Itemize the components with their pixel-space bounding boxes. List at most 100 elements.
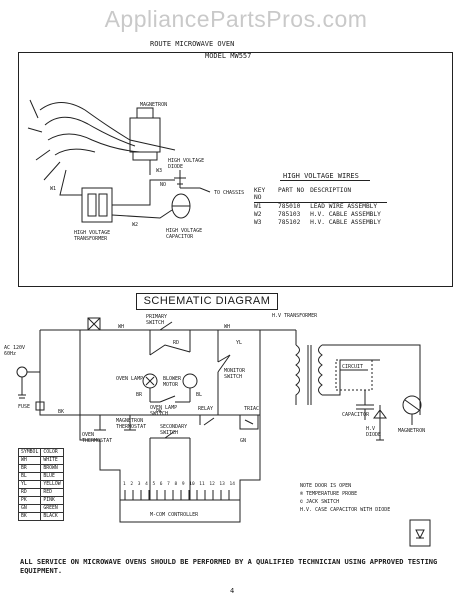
cell-desc: H.V. CABLE ASSEMBLY [310,211,381,218]
hv-wires-table: KEY NO PART NO DESCRIPTION W1 785010 LEA… [254,187,387,227]
note-line: ® TEMPERATURE PROBE [300,491,358,497]
oven-thermostat-label: OVEN THERMOSTAT [82,432,113,444]
oven-lamp-switch-label: OVEN LAMP SWITCH [150,405,178,417]
cell-desc: H.V. CABLE ASSEMBLY [310,219,381,226]
secondary-switch-label: SECONDARY SWITCH [160,424,188,436]
magnetron-label: MAGNETRON [140,102,168,108]
terminal-number: 3 [137,482,141,487]
terminal-number: 13 [219,482,225,487]
cell-color: RED [40,488,64,497]
hv-transformer-label: HIGH VOLTAGE TRANSFORMER [74,230,111,242]
hv-diode-label: HIGH VOLTAGE DIODE [168,158,205,170]
cell-key: W1 [254,203,262,210]
schematic-title: SCHEMATIC DIAGRAM [136,293,278,310]
no-label: NO [160,182,167,188]
terminal-number: 6 [159,482,163,487]
wire-yl-label: YL [236,340,243,346]
cell-symbol: RD [17,488,42,497]
cell-key: W3 [254,219,262,226]
terminal-number: 1 [123,482,126,487]
wire-br-label: BR [136,392,143,398]
cell-key: W2 [254,211,262,218]
wire-pk-label: PK [156,409,163,415]
cell-color: GREEN [40,504,64,513]
note-line: © JACK SWITCH [300,499,340,505]
hv-transformer-schematic-label: H.V TRANSFORMER [272,313,318,319]
terminal-number: 9 [181,482,185,487]
model-label: MODEL MW557 [205,52,252,60]
wire-gn-label: GN [240,438,247,444]
w2-label: W2 [132,222,139,228]
cell-symbol: GN [17,504,42,513]
cell-part: 785103 [278,211,301,218]
page-number: 4 [230,587,235,595]
wire-wh-label: WH [118,324,125,330]
controller-terminal-numbers: 1 2 3 4 5 6 7 8 9 10 11 12 13 14 [123,482,235,487]
hv-wires-title: HIGH VOLTAGE WIRES [283,172,359,180]
blower-motor-label: BLOWER MOTOR [163,376,182,388]
cell-color: BLUE [40,472,64,481]
terminal-number: 2 [130,482,134,487]
cell-symbol: YL [17,480,42,489]
wiring-diagram-panel [18,52,453,287]
terminal-number: 5 [152,482,156,487]
cell-part: 785010 [278,203,301,210]
primary-switch-label: PRIMARY SWITCH [146,314,168,326]
terminal-number: 12 [209,482,215,487]
header-symbol: SYMBOL [17,448,42,457]
cell-color: PINK [40,496,64,505]
watermark-text: AppliancePartsPros.com [104,6,368,32]
header-color: COLOR [40,448,64,457]
cell-symbol: BR [17,464,42,473]
triac-label: TRIAC [244,406,260,412]
fuse-label: FUSE [18,404,31,410]
service-warning-text: ALL SERVICE ON MICROWAVE OVENS SHOULD BE… [20,558,438,575]
table-row: W2 785103 H.V. CABLE ASSEMBLY [254,211,387,219]
table-row: W3 785102 H.V. CABLE ASSEMBLY [254,219,387,227]
cell-symbol: BK [17,512,42,521]
hv-wires-underline [280,180,370,181]
cell-color: BLACK [40,512,64,521]
cell-desc: LEAD WIRE ASSEMBLY [310,203,378,210]
header-part-no: PART NO [278,187,311,203]
monitor-switch-label: MONITOR SWITCH [224,368,246,380]
capacitor-label: CAPACITOR [342,412,370,418]
header-key-no: KEY NO [254,187,278,203]
header-description: DESCRIPTION [310,187,387,203]
note-line: H.V. CASE CAPACITOR WITH DIODE [300,507,391,513]
magnetron-thermostat-label: MAGNETRON THERMOSTAT [116,418,147,430]
table-row: W1 785010 LEAD WIRE ASSEMBLY [254,203,387,212]
note-line: NOTE DOOR IS OPEN [300,483,352,489]
wire-bl-label: BL [196,392,203,398]
terminal-number: 11 [199,482,205,487]
to-chassis-label: TO CHASSIS [214,190,245,196]
circuit-label: CIRCUIT [342,364,364,370]
supply-label: AC 120V 60Hz [4,345,26,357]
hv-capacitor-label: HIGH VOLTAGE CAPACITOR [166,228,203,240]
controller-label: M-COM CONTROLLER [150,512,199,518]
cell-part: 785102 [278,219,301,226]
magnetron-schematic-label: MAGNETRON [398,428,426,434]
cell-symbol: BL [17,472,42,481]
w3-label: W3 [156,168,163,174]
w1-label: W1 [50,186,57,192]
color-table-header: SYMBOL COLOR [17,448,64,457]
wire-rd-label: RD [173,340,180,346]
header-text: ROUTE MICROWAVE OVEN [150,40,235,48]
cell-color: BROWN [40,464,64,473]
relay-label: RELAY [198,406,214,412]
terminal-number: 14 [229,482,235,487]
cell-symbol: WH [17,456,42,465]
cell-color: YELLOW [40,480,64,489]
notes-block: NOTE DOOR IS OPEN ® TEMPERATURE PROBE © … [300,482,390,514]
wire-bk-label: BK [58,409,65,415]
